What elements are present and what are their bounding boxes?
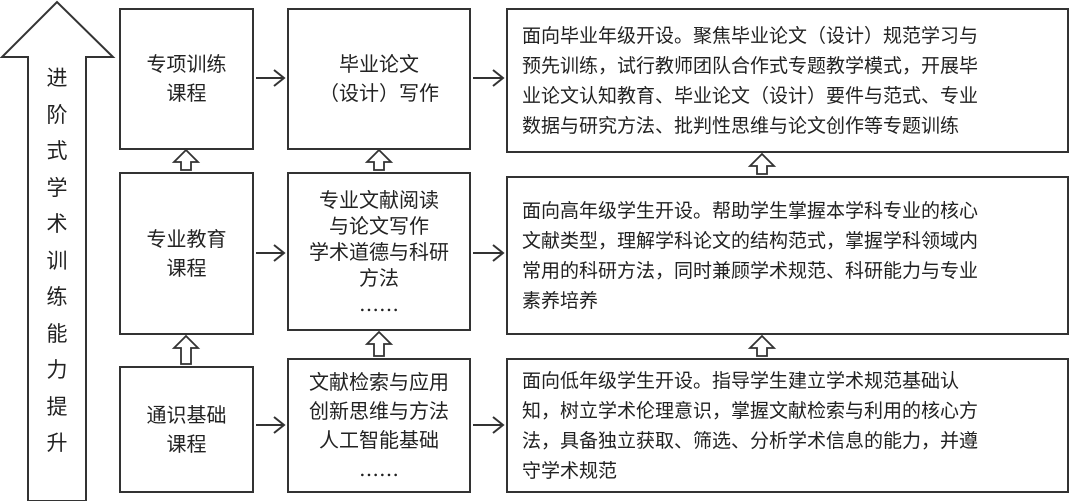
box-text: 课程: [166, 81, 207, 105]
label-char: 力: [46, 358, 68, 382]
description-box-general: 面向低年级学生开设。指导学生建立学术规范基础认 知，树立学术伦理意识，掌握文献检…: [506, 358, 1069, 493]
box-text: 课程: [166, 431, 207, 456]
right-arrow-icon: [473, 69, 505, 87]
box-text: 业论文认知教育、毕业论文（设计）要件与范式、专业: [522, 84, 979, 107]
box-text: 与论文写作: [329, 213, 429, 238]
category-box-general: 通识基础 课程: [119, 366, 254, 493]
box-text: ……: [359, 291, 399, 316]
box-text: 面向高年级学生开设。帮助学生掌握本学科专业的核心: [522, 199, 979, 222]
label-char: 练: [46, 285, 68, 309]
box-text: 数据与研究方法、批判性思维与论文创作等专题训练: [522, 114, 960, 137]
hollow-up-arrow-icon: [364, 148, 394, 171]
label-char: 训: [46, 248, 68, 273]
right-arrow-icon: [473, 244, 505, 262]
progression-label: 进 阶 式 学 术 训 练 能 力 提 升: [44, 60, 70, 462]
courses-box-general: 文献检索与应用 创新思维与方法 人工智能基础 ……: [287, 358, 471, 493]
courses-box-specialized: 毕业论文 （设计）写作: [287, 8, 471, 150]
label-char: 学: [46, 175, 68, 200]
box-text: （设计）写作: [319, 81, 439, 105]
box-text: 人工智能基础: [319, 427, 439, 452]
label-char: 阶: [46, 102, 68, 127]
box-text: 预先训练，试行教师团队合作式专题教学模式，开展毕: [522, 54, 979, 77]
box-text: 文献检索与应用: [309, 369, 449, 394]
box-text: 专业教育: [146, 226, 227, 251]
box-text: 文献类型，理解学科论文的结构范式，掌握学科领域内: [522, 229, 979, 252]
label-char: 术: [46, 212, 68, 236]
label-char: 式: [46, 139, 68, 163]
label-char: 能: [46, 321, 68, 346]
hollow-up-arrow-icon: [747, 334, 777, 357]
description-box-professional: 面向高年级学生开设。帮助学生掌握本学科专业的核心 文献类型，理解学科论文的结构范…: [506, 176, 1069, 335]
box-text: 面向毕业年级开设。聚焦毕业论文（设计）规范学习与: [522, 24, 979, 47]
box-text: 法，具备独立获取、筛选、分析学术信息的能力，并遵: [522, 429, 979, 452]
right-arrow-icon: [256, 416, 286, 434]
box-text: 方法: [359, 265, 399, 290]
right-arrow-icon: [473, 416, 505, 434]
box-text: 毕业论文: [339, 52, 419, 76]
hollow-up-arrow-icon: [171, 148, 201, 171]
box-text: 常用的科研方法，同时兼顾学术规范、科研能力与专业: [522, 259, 979, 282]
courses-box-professional: 专业文献阅读 与论文写作 学术道德与科研 方法 ……: [287, 172, 471, 331]
hollow-up-arrow-icon: [171, 334, 201, 365]
box-text: 专项训练: [146, 52, 227, 76]
box-text: 守学术规范: [522, 459, 618, 482]
progression-up-arrow: [0, 0, 116, 501]
box-text: 知，树立学术伦理意识，掌握文献检索与利用的核心方: [522, 399, 979, 422]
box-text: 通识基础: [146, 402, 227, 427]
hollow-up-arrow-icon: [364, 330, 394, 357]
box-text: 创新思维与方法: [309, 398, 449, 423]
description-box-specialized: 面向毕业年级开设。聚焦毕业论文（设计）规范学习与 预先训练，试行教师团队合作式专…: [506, 8, 1069, 153]
right-arrow-icon: [256, 69, 286, 87]
label-char: 升: [46, 431, 68, 455]
right-arrow-icon: [256, 244, 286, 262]
hollow-up-arrow-icon: [747, 152, 777, 175]
label-char: 提: [46, 394, 68, 419]
box-text: 面向低年级学生开设。指导学生建立学术规范基础认: [522, 369, 960, 392]
box-text: 素养培养: [522, 289, 599, 312]
category-box-specialized: 专项训练 课程: [119, 8, 254, 150]
box-text: ……: [359, 456, 399, 481]
box-text: 学术道德与科研: [309, 239, 449, 264]
box-text: 课程: [166, 255, 207, 280]
box-text: 专业文献阅读: [319, 187, 439, 212]
label-char: 进: [46, 66, 68, 90]
category-box-professional: 专业教育 课程: [119, 172, 254, 335]
